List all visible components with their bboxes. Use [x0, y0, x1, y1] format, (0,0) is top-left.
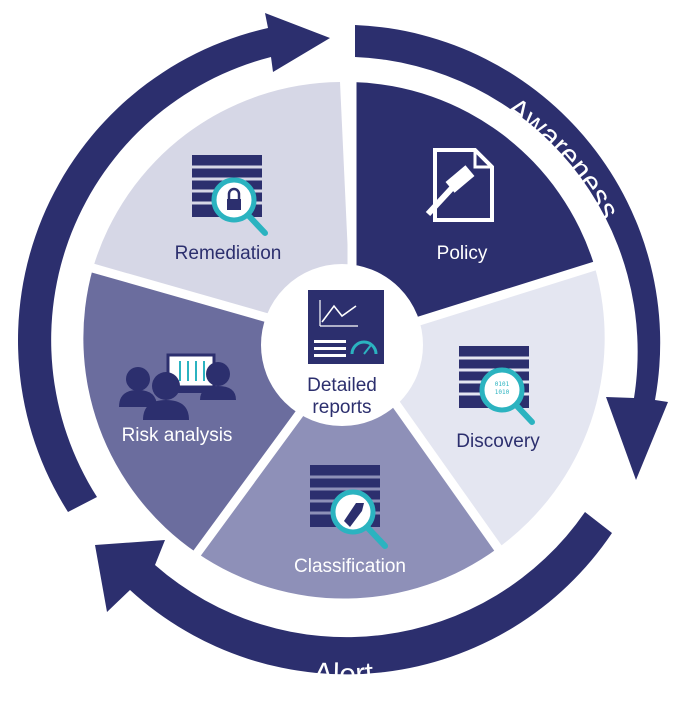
binary-magnifier-icon: 0101 1010	[459, 346, 535, 425]
alert-arrow	[95, 512, 612, 675]
risk-analysis-label: Risk analysis	[122, 425, 233, 446]
segment-policy[interactable]	[352, 82, 595, 342]
classification-label: Classification	[294, 556, 406, 577]
policy-label: Policy	[437, 243, 488, 264]
center-label-line1: Detailed	[307, 375, 377, 396]
outer-ring	[18, 13, 668, 675]
lock-magnifier-icon	[192, 155, 268, 236]
svg-text:0101: 0101	[495, 381, 510, 388]
center-hub[interactable]: Detailed reports	[261, 264, 423, 426]
remediation-label: Remediation	[175, 243, 282, 264]
gavel-document-icon	[425, 148, 494, 222]
tag-magnifier-icon	[310, 465, 388, 549]
center-label-line2: reports	[312, 397, 371, 418]
alert-label: Alert	[312, 657, 375, 692]
people-dashboard-icon	[119, 353, 236, 420]
action-arrow	[18, 13, 330, 512]
discovery-label: Discovery	[456, 431, 540, 452]
report-gauge-icon	[308, 290, 384, 364]
svg-text:1010: 1010	[495, 389, 510, 396]
alert-text: Alert	[312, 657, 375, 692]
awareness-arrow	[355, 25, 668, 480]
